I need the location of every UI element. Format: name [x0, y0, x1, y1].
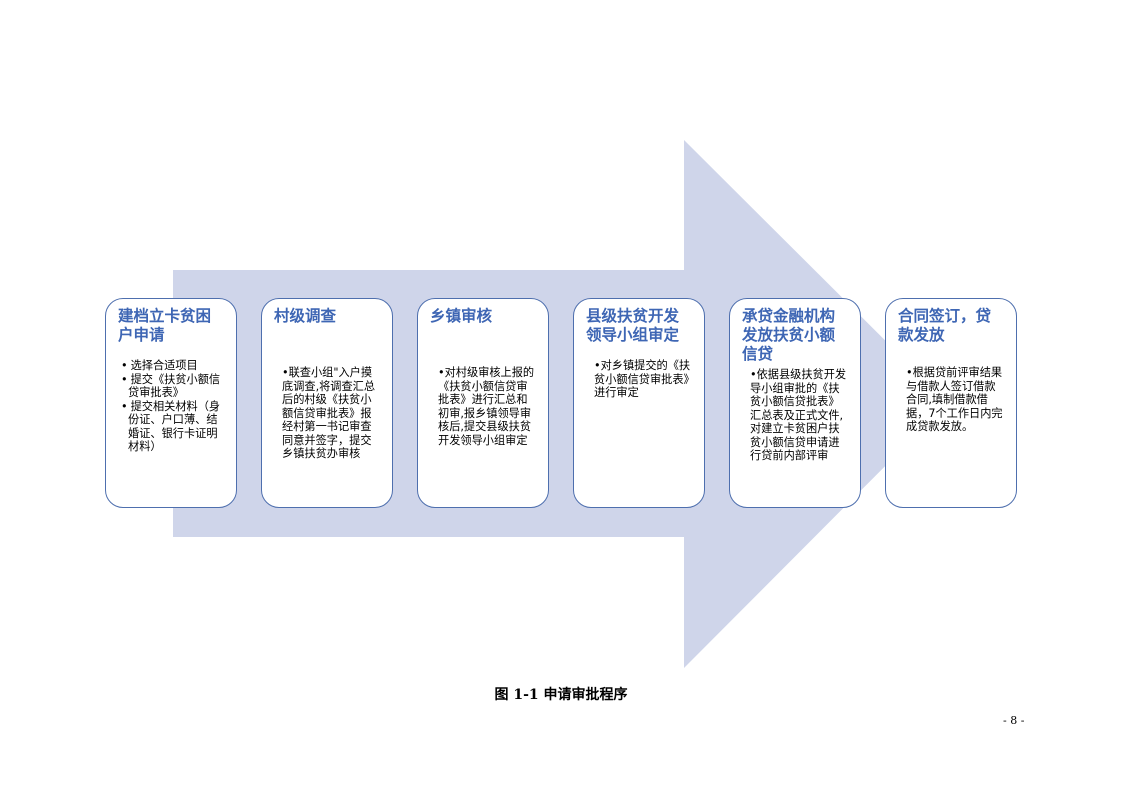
step-bullet: 提交《扶贫小额信贷审批表》 — [118, 373, 226, 400]
step-body: •对乡镇提交的《扶贫小额信贷审批表》进行审定 — [594, 359, 691, 399]
step-title: 村级调查 — [274, 307, 337, 325]
step-body: •对村级审核上报的《扶贫小额信贷审批表》进行汇总和初审,报乡镇领导审核后,提交县… — [438, 366, 535, 447]
step-bullet: 提交相关材料（身份证、户口薄、结婚证、银行卡证明材料） — [118, 400, 226, 454]
step-village-survey: 村级调查 •联查小组"入户摸底调查,将调查汇总后的村级《扶贫小额信贷审批表》报经… — [261, 298, 393, 508]
step-contract-signing: 合同签订，贷款发放 •根据贷前评审结果与借款人签订借款合同,填制借款借据，7个工… — [885, 298, 1017, 508]
step-title: 县级扶贫开发领导小组审定 — [586, 307, 680, 344]
figure-caption: 图 1-1 申请审批程序 — [494, 687, 628, 703]
step-township-review: 乡镇审核 •对村级审核上报的《扶贫小额信贷审批表》进行汇总和初审,报乡镇领导审核… — [417, 298, 549, 508]
step-title: 建档立卡贫困户申请 — [118, 307, 212, 344]
page-number: - 8 - — [1003, 714, 1025, 727]
step-title: 合同签订，贷款发放 — [898, 307, 992, 344]
step-title: 乡镇审核 — [430, 307, 493, 325]
step-body: •根据贷前评审结果与借款人签订借款合同,填制借款借据，7个工作日内完成贷款发放。 — [906, 366, 1003, 433]
step-title: 承贷金融机构发放扶贫小额信贷 — [742, 307, 836, 363]
step-apply: 建档立卡贫困户申请 选择合适项目 提交《扶贫小额信贷审批表》 提交相关材料（身份… — [105, 298, 237, 508]
step-body: •联查小组"入户摸底调查,将调查汇总后的村级《扶贫小额信贷审批表》报经村第一书记… — [282, 366, 376, 460]
step-bullets: 选择合适项目 提交《扶贫小额信贷审批表》 提交相关材料（身份证、户口薄、结婚证、… — [118, 359, 226, 454]
step-county-approval: 县级扶贫开发领导小组审定 •对乡镇提交的《扶贫小额信贷审批表》进行审定 — [573, 298, 705, 508]
step-body: •依据县级扶贫开发导小组审批的《扶贫小额信贷批表》汇总表及正式文件,对建立卡贫困… — [750, 368, 847, 462]
step-bank-disbursal: 承贷金融机构发放扶贫小额信贷 •依据县级扶贫开发导小组审批的《扶贫小额信贷批表》… — [729, 298, 861, 508]
process-arrow-shape — [173, 140, 948, 668]
step-bullet: 选择合适项目 — [118, 359, 226, 373]
